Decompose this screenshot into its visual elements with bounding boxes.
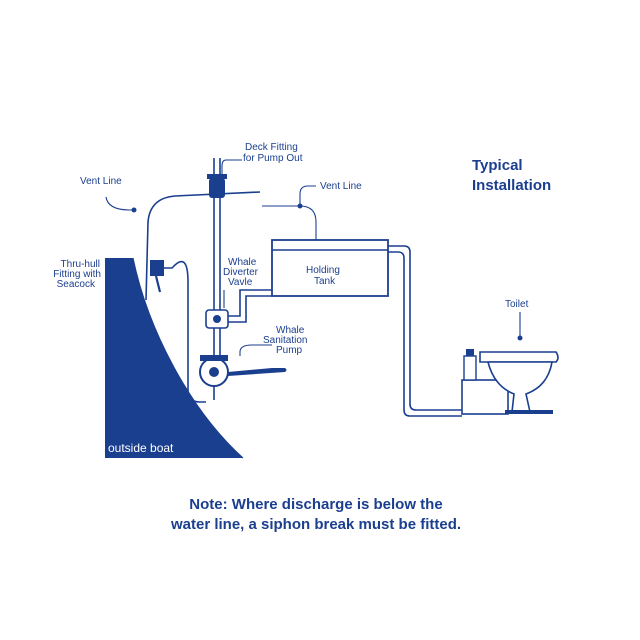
leader-vent-right xyxy=(299,185,316,206)
vent-line-right-pipe xyxy=(262,205,317,240)
overboard-loop-pipe xyxy=(160,260,206,403)
seacock xyxy=(150,260,164,276)
toilet-pump-bottle xyxy=(463,355,477,381)
label-holding-tank-2: Tank xyxy=(314,276,336,287)
diagram-title-line1: Typical xyxy=(472,157,523,174)
leader-vent-left xyxy=(105,196,136,211)
label-pump-2: Sanitation xyxy=(263,335,307,346)
pump-handle xyxy=(228,368,287,376)
label-deck-fitting-2: for Pump Out xyxy=(243,153,303,164)
tank-to-toilet-pipe xyxy=(388,245,462,411)
hull-shape xyxy=(105,258,243,458)
label-thru-hull-1: Thru-hull xyxy=(61,259,100,270)
diagram-title-line2: Installation xyxy=(472,177,551,194)
label-deck-fitting-1: Deck Fitting xyxy=(245,142,298,153)
leader-toilet-dot xyxy=(517,335,523,341)
label-pump-3: Pump xyxy=(276,345,303,356)
toilet xyxy=(461,349,559,415)
label-pump-1: Whale xyxy=(276,325,305,336)
leader-vent-left-dot xyxy=(131,207,137,213)
pump-mount xyxy=(200,355,228,361)
label-diverter-3: Vavle xyxy=(228,277,253,288)
diverter-to-tank-pipe xyxy=(228,289,272,317)
label-diverter-2: Diverter xyxy=(223,267,259,278)
note-line2: water line, a siphon break must be fitte… xyxy=(170,516,461,533)
diverter-valve-knob xyxy=(213,315,221,323)
vent-line-left-pipe xyxy=(145,191,261,301)
deck-fitting-cap xyxy=(207,174,227,179)
note-line1: Note: Where discharge is below the xyxy=(189,496,442,513)
leader-pump xyxy=(239,344,272,356)
label-thru-hull-3: Seacock xyxy=(57,279,96,290)
label-vent-line-left: Vent Line xyxy=(80,176,122,187)
label-holding-tank-1: Holding xyxy=(306,265,340,276)
toilet-pump-bottle-cap xyxy=(466,349,474,356)
label-toilet: Toilet xyxy=(505,299,529,310)
label-outside-boat: outside boat xyxy=(108,441,174,455)
toilet-base xyxy=(505,410,553,414)
hull-edge-line xyxy=(132,257,244,459)
leader-deck-fitting xyxy=(221,159,242,176)
sanitation-pump-hub xyxy=(209,367,219,377)
seacock-lever xyxy=(154,275,162,293)
deck-fitting xyxy=(209,178,225,198)
toilet-seat xyxy=(479,351,559,363)
label-diverter-1: Whale xyxy=(228,257,257,268)
diverter-to-tank-pipe-b xyxy=(228,295,272,323)
label-thru-hull-2: Fitting with xyxy=(53,269,101,280)
tank-to-toilet-pipe-b xyxy=(388,251,462,417)
label-vent-line-right: Vent Line xyxy=(320,181,362,192)
